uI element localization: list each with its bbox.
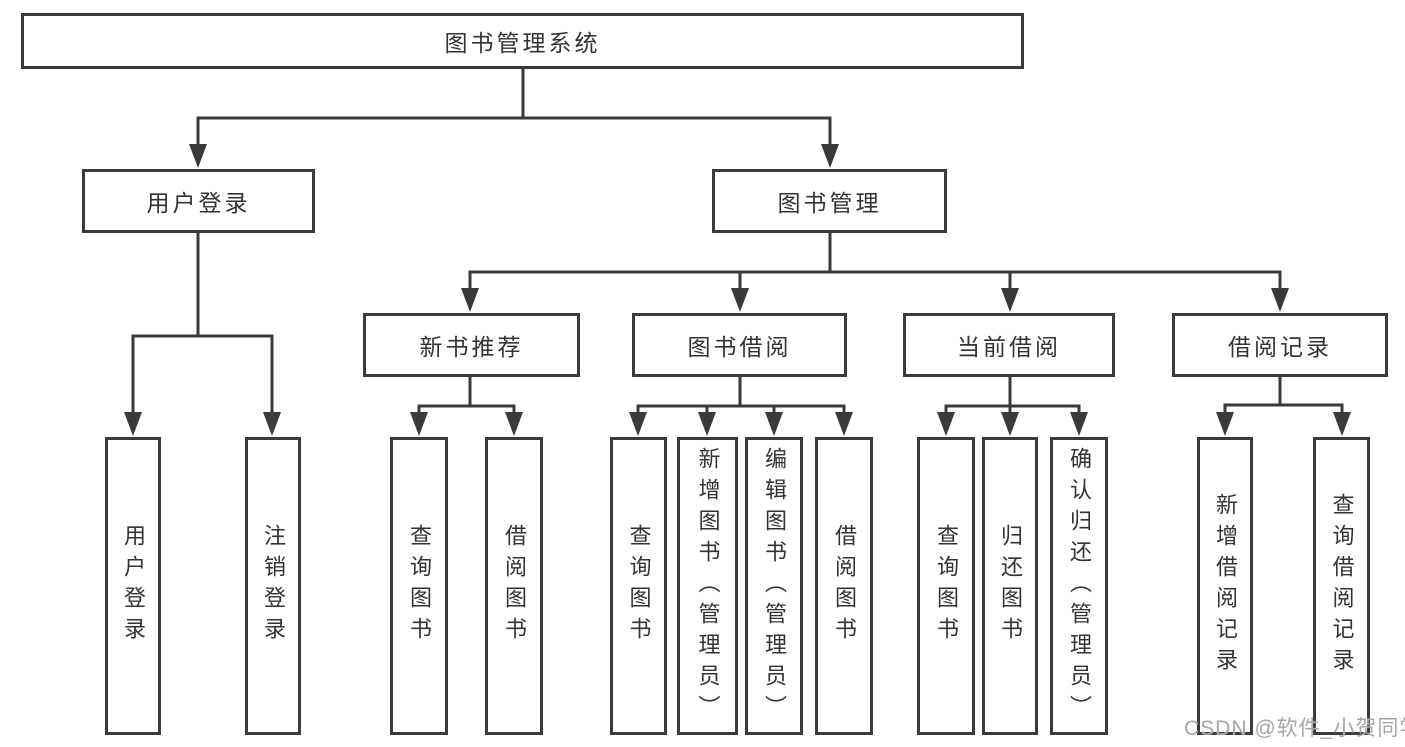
node-label: 图书借阅 (687, 334, 792, 360)
node-label: 图书管理系统 (444, 30, 601, 56)
node-label: 用户登录 (146, 190, 251, 216)
node-label: 新书推荐 (419, 334, 524, 360)
node-label: 新增图书（管理员） (695, 446, 721, 726)
node-leaf-br-query: 查询借阅记录 (1313, 437, 1370, 735)
node-leaf-bb-add: 新增图书（管理员） (677, 437, 738, 735)
node-label: 查询图书 (407, 524, 432, 648)
node-label: 借阅图书 (832, 524, 857, 648)
arrowhead-icon (835, 412, 853, 436)
node-label: 借阅图书 (502, 524, 527, 648)
node-new-book-rec: 新书推荐 (363, 313, 580, 377)
arrowhead-icon (1271, 288, 1289, 312)
node-borrow-records: 借阅记录 (1172, 313, 1388, 377)
csdn-watermark: CSDN @软件_小贺同学 (1184, 717, 1405, 740)
node-label: 注销登录 (261, 524, 286, 648)
node-label: 图书管理 (777, 190, 882, 216)
arrowhead-icon (765, 412, 783, 436)
arrowhead-icon (731, 288, 749, 312)
node-leaf-user-login: 用户登录 (105, 437, 161, 735)
arrowhead-icon (124, 412, 142, 436)
arrowhead-icon (410, 412, 428, 436)
node-label: 新增借阅记录 (1213, 493, 1238, 679)
arrowhead-icon (937, 412, 955, 436)
arrowhead-icon (263, 412, 281, 436)
node-leaf-bb-query: 查询图书 (610, 437, 667, 735)
node-leaf-cb-confirm: 确认归还（管理员） (1050, 437, 1108, 735)
node-leaf-cb-return: 归还图书 (982, 437, 1038, 735)
node-label: 当前借阅 (957, 334, 1061, 360)
node-book-mgmt: 图书管理 (712, 169, 947, 233)
node-current-borrow: 当前借阅 (903, 313, 1115, 377)
node-leaf-br-add: 新增借阅记录 (1197, 437, 1253, 735)
node-leaf-nbr-query: 查询图书 (390, 437, 448, 735)
node-book-borrow: 图书借阅 (632, 313, 847, 377)
arrowhead-icon (629, 412, 647, 436)
node-label: 用户登录 (121, 524, 146, 648)
node-label: 借阅记录 (1228, 334, 1332, 360)
arrowhead-icon (1333, 412, 1351, 436)
arrowhead-icon (1001, 412, 1019, 436)
arrowhead-icon (698, 412, 716, 436)
arrowhead-icon (1070, 412, 1088, 436)
arrowhead-icon (1001, 288, 1019, 312)
node-label: 归还图书 (998, 524, 1023, 648)
node-label: 编辑图书（管理员） (762, 446, 787, 726)
node-leaf-nbr-borrow: 借阅图书 (485, 437, 543, 735)
node-leaf-cb-query: 查询图书 (917, 437, 975, 735)
node-user-login: 用户登录 (82, 169, 315, 233)
node-label: 查询图书 (934, 524, 959, 648)
arrowhead-icon (821, 144, 839, 168)
arrowhead-icon (1216, 412, 1234, 436)
node-label: 确认归还（管理员） (1067, 446, 1092, 726)
arrowhead-icon (505, 412, 523, 436)
arrowhead-icon (461, 288, 479, 312)
node-label: 查询图书 (626, 524, 652, 648)
node-label: 查询借阅记录 (1329, 493, 1355, 679)
node-leaf-bb-edit: 编辑图书（管理员） (745, 437, 803, 735)
node-root: 图书管理系统 (21, 13, 1024, 69)
arrowhead-icon (189, 144, 207, 168)
node-leaf-logout: 注销登录 (245, 437, 301, 735)
node-leaf-bb-borrow: 借阅图书 (815, 437, 873, 735)
